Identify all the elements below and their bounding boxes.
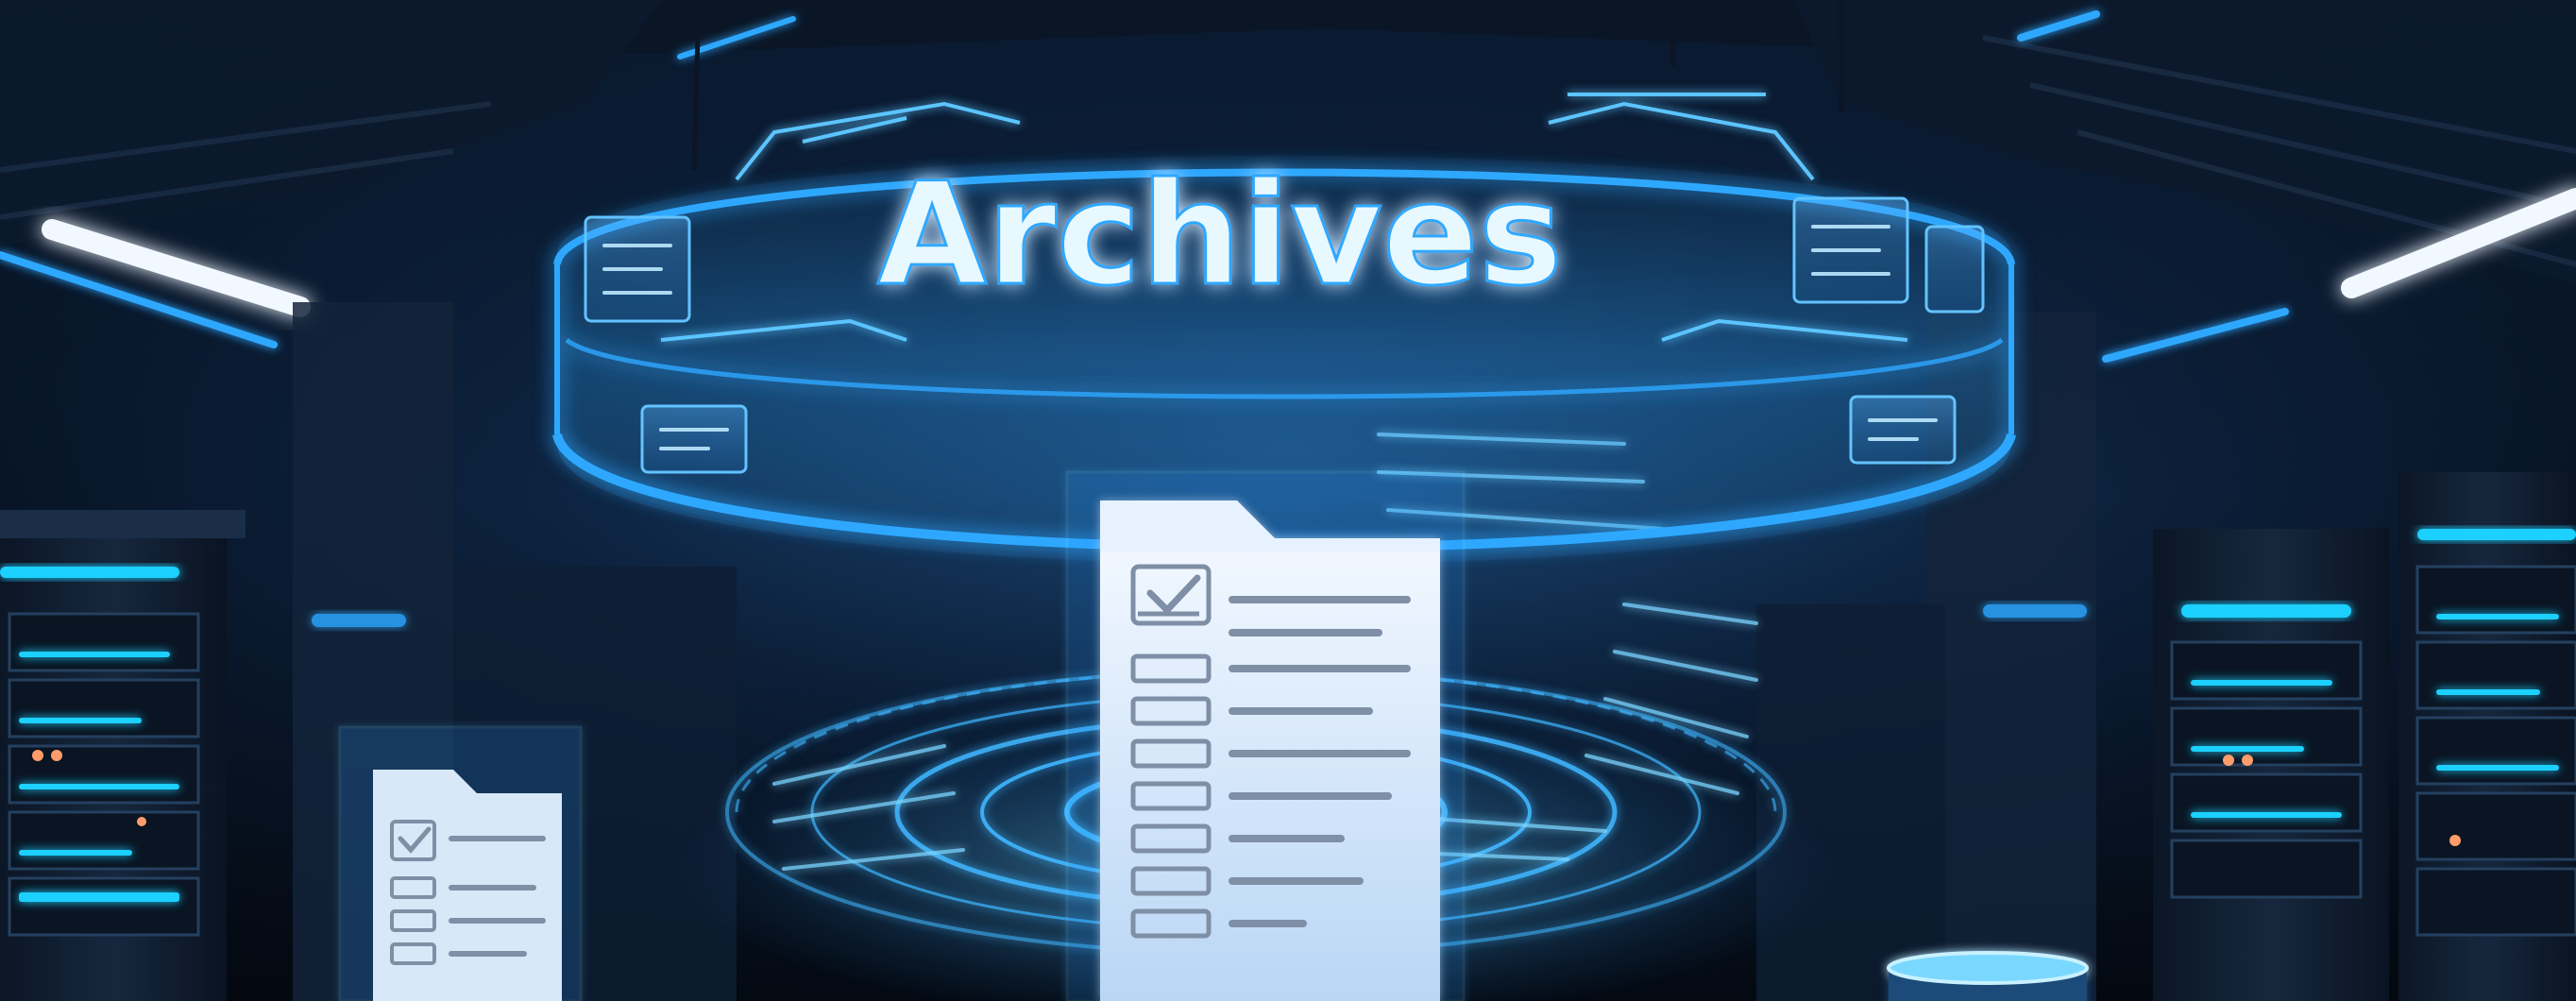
- small-document-icon: [338, 725, 583, 1001]
- ceiling-light-left: [42, 219, 311, 317]
- ceiling-structure: [0, 0, 2576, 283]
- hologram-ring: [552, 93, 2016, 565]
- glowing-pedestal: [1887, 951, 2089, 1001]
- ceiling-accent-lights: [0, 10, 2289, 363]
- ceiling-light-right: [2341, 188, 2576, 298]
- server-rack-right: [2153, 472, 2576, 1001]
- server-rack-left: [0, 510, 246, 1001]
- document-icon: [1100, 500, 1440, 1001]
- hologram-title: Archives: [877, 153, 1563, 317]
- hanging-cables: [691, 0, 1844, 171]
